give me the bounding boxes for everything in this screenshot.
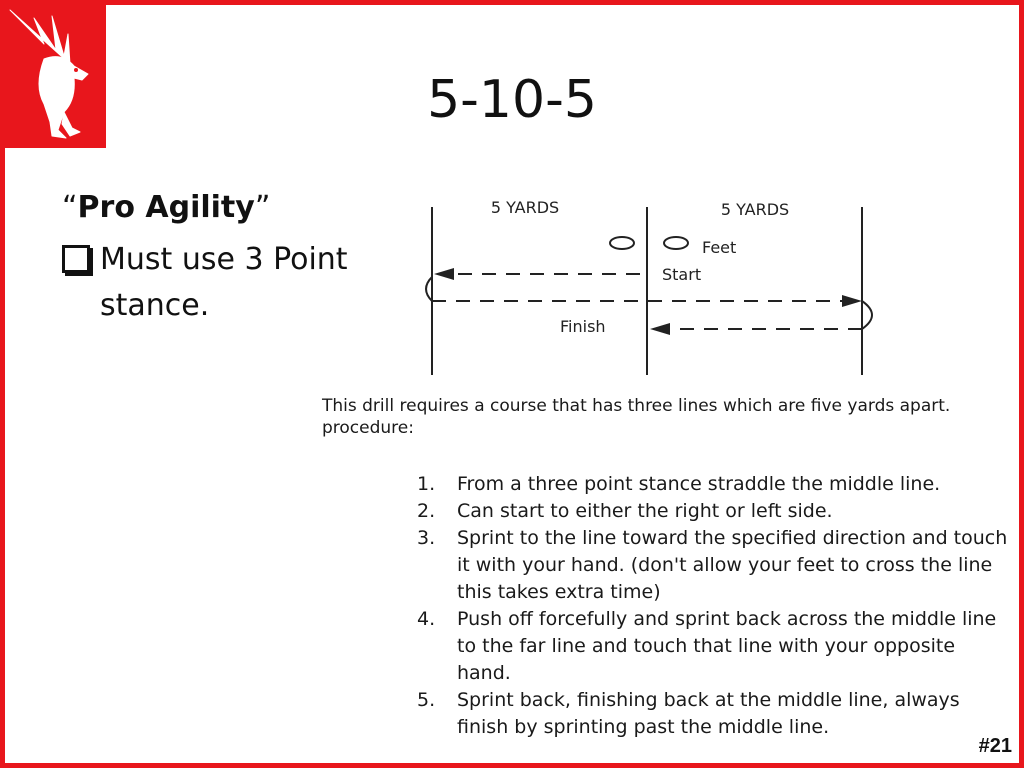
- list-item: 1. From a three point stance straddle th…: [417, 471, 1012, 498]
- start-arrow-icon: [434, 268, 454, 280]
- subtitle: “Pro Agility”: [62, 190, 271, 225]
- list-item: 5. Sprint back, finishing back at the mi…: [417, 687, 1012, 741]
- instructions-block: This drill requires a course that has th…: [322, 395, 1012, 741]
- step-number: 2.: [417, 500, 436, 522]
- header-inner: [106, 5, 1019, 148]
- list-item: 2. Can start to either the right or left…: [417, 498, 1012, 525]
- left-yards-label: 5 YARDS: [491, 198, 559, 217]
- step-text: Sprint to the line toward the specified …: [457, 527, 1008, 603]
- feet-label: Feet: [702, 238, 736, 257]
- left-turn-curve: [425, 276, 433, 302]
- checkbox-bullet-icon: [62, 245, 90, 273]
- finish-arrow-icon: [650, 323, 670, 335]
- page-title: 5-10-5: [427, 70, 597, 130]
- drill-diagram: 5 YARDS 5 YARDS Feet Start Finish: [425, 198, 873, 375]
- slide-number: #21: [978, 735, 1012, 757]
- step-number: 4.: [417, 608, 436, 630]
- step-number: 3.: [417, 527, 436, 549]
- subtitle-bold: Pro Agility: [77, 190, 255, 225]
- step-number: 5.: [417, 689, 436, 711]
- step-text: Sprint back, finishing back at the middl…: [457, 689, 960, 738]
- intro-line-2: procedure:: [322, 418, 414, 438]
- list-item: 4. Push off forcefully and sprint back a…: [417, 606, 1012, 687]
- falcon-logo-icon: [4, 4, 102, 144]
- right-turn-curve: [861, 300, 873, 330]
- start-label: Start: [662, 265, 701, 284]
- list-item: 3. Sprint to the line toward the specifi…: [417, 525, 1012, 606]
- step-text: Push off forcefully and sprint back acro…: [457, 608, 997, 684]
- cross-arrow-icon: [842, 295, 862, 307]
- step-number: 1.: [417, 473, 436, 495]
- right-foot-icon: [663, 236, 689, 250]
- header-band: [0, 0, 1024, 148]
- right-yards-label: 5 YARDS: [721, 200, 789, 219]
- steps-list: 1. From a three point stance straddle th…: [417, 471, 1012, 741]
- finish-label: Finish: [560, 317, 606, 336]
- left-text-block: “Pro Agility” Must use 3 Point stance.: [62, 190, 390, 329]
- left-foot-icon: [609, 236, 635, 250]
- step-text: From a three point stance straddle the m…: [457, 473, 941, 495]
- step-text: Can start to either the right or left si…: [457, 500, 833, 522]
- bullet-item: Must use 3 Point stance.: [62, 237, 390, 329]
- bullet-text: Must use 3 Point stance.: [100, 242, 348, 323]
- intro-line-1: This drill requires a course that has th…: [322, 396, 951, 416]
